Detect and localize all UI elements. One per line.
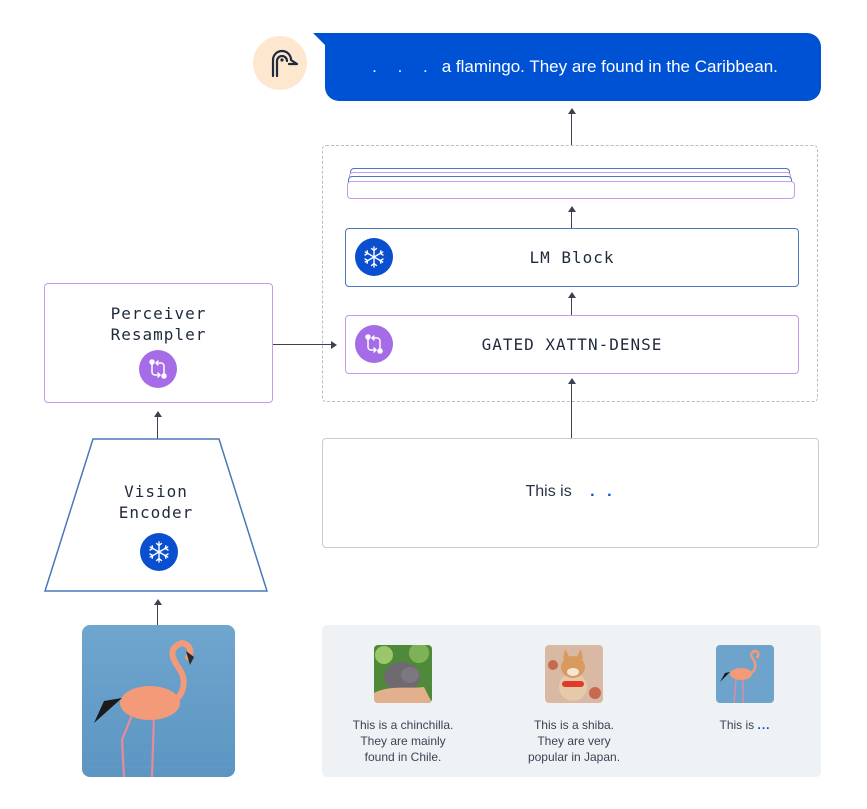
chinchilla-caption: This is a chinchilla. They are mainly fo… [335, 717, 471, 765]
arrow-line [571, 297, 573, 315]
flamingo-caption: This is ... [690, 717, 800, 733]
perceiver-label-line2: Resampler [110, 325, 207, 344]
flamingo-logo-icon [271, 49, 299, 78]
shiba-caption: This is a shiba. They are very popular i… [506, 717, 642, 765]
arrow-head [567, 206, 576, 212]
shiba-thumbnail [545, 645, 603, 703]
flamingo-avatar [253, 36, 307, 90]
perceiver-resampler-label: Perceiver Resampler [44, 303, 273, 345]
arrow-head [331, 340, 337, 349]
xattn-dense-label: GATED XATTN-DENSE [481, 335, 663, 354]
xattn-dense-block [345, 315, 799, 374]
arrow-head [567, 108, 576, 114]
caption-line: popular in Japan. [527, 750, 621, 764]
arrow-line [157, 603, 159, 625]
caption-line: This is a chinchilla. [352, 718, 454, 732]
swap-arrows-icon [139, 350, 177, 388]
bubble-tail [313, 33, 327, 47]
caption-line: found in Chile. [364, 750, 442, 764]
perceiver-label-line1: Perceiver [110, 304, 207, 323]
output-bubble [325, 33, 821, 101]
chinchilla-thumbnail [374, 645, 432, 703]
arrow-line [273, 344, 333, 346]
input-flamingo-image [82, 625, 235, 777]
output-sentence: a flamingo. They are found in the Caribb… [441, 57, 778, 76]
arrow-head [567, 292, 576, 298]
caption-dots: ... [757, 718, 771, 732]
arrow-head [153, 411, 162, 417]
lm-block [345, 228, 799, 287]
stacked-layer [347, 181, 795, 199]
text-input-prefix: This is [525, 483, 572, 500]
arrow-line [157, 415, 159, 439]
arrow-line [571, 210, 573, 228]
snowflake-icon [355, 238, 393, 276]
text-input-label: This is . . [322, 438, 819, 548]
vision-encoder-block [43, 438, 269, 592]
caption-line: This is a shiba. [533, 718, 615, 732]
arrow-line [571, 383, 573, 439]
caption-line: They are mainly [360, 734, 446, 748]
arrow-head [153, 599, 162, 605]
caption-line: They are very [537, 734, 611, 748]
flamingo-thumbnail [716, 645, 774, 703]
language-model-container [322, 145, 818, 402]
vision-encoder-line2: Encoder [118, 503, 194, 522]
vision-encoder-label: Vision Encoder [40, 481, 272, 523]
lm-block-label: LM Block [529, 248, 615, 267]
output-text: . . . a flamingo. They are found in the C… [345, 33, 805, 101]
text-input-box [322, 438, 819, 548]
snowflake-icon [140, 533, 178, 571]
arrow-line [571, 112, 573, 146]
text-input-dots: . . [590, 483, 616, 500]
vision-encoder-line1: Vision [124, 482, 188, 501]
arrow-head [567, 378, 576, 384]
caption-line: This is [719, 718, 755, 732]
swap-arrows-icon [355, 325, 393, 363]
output-dots: . . . [372, 57, 436, 76]
